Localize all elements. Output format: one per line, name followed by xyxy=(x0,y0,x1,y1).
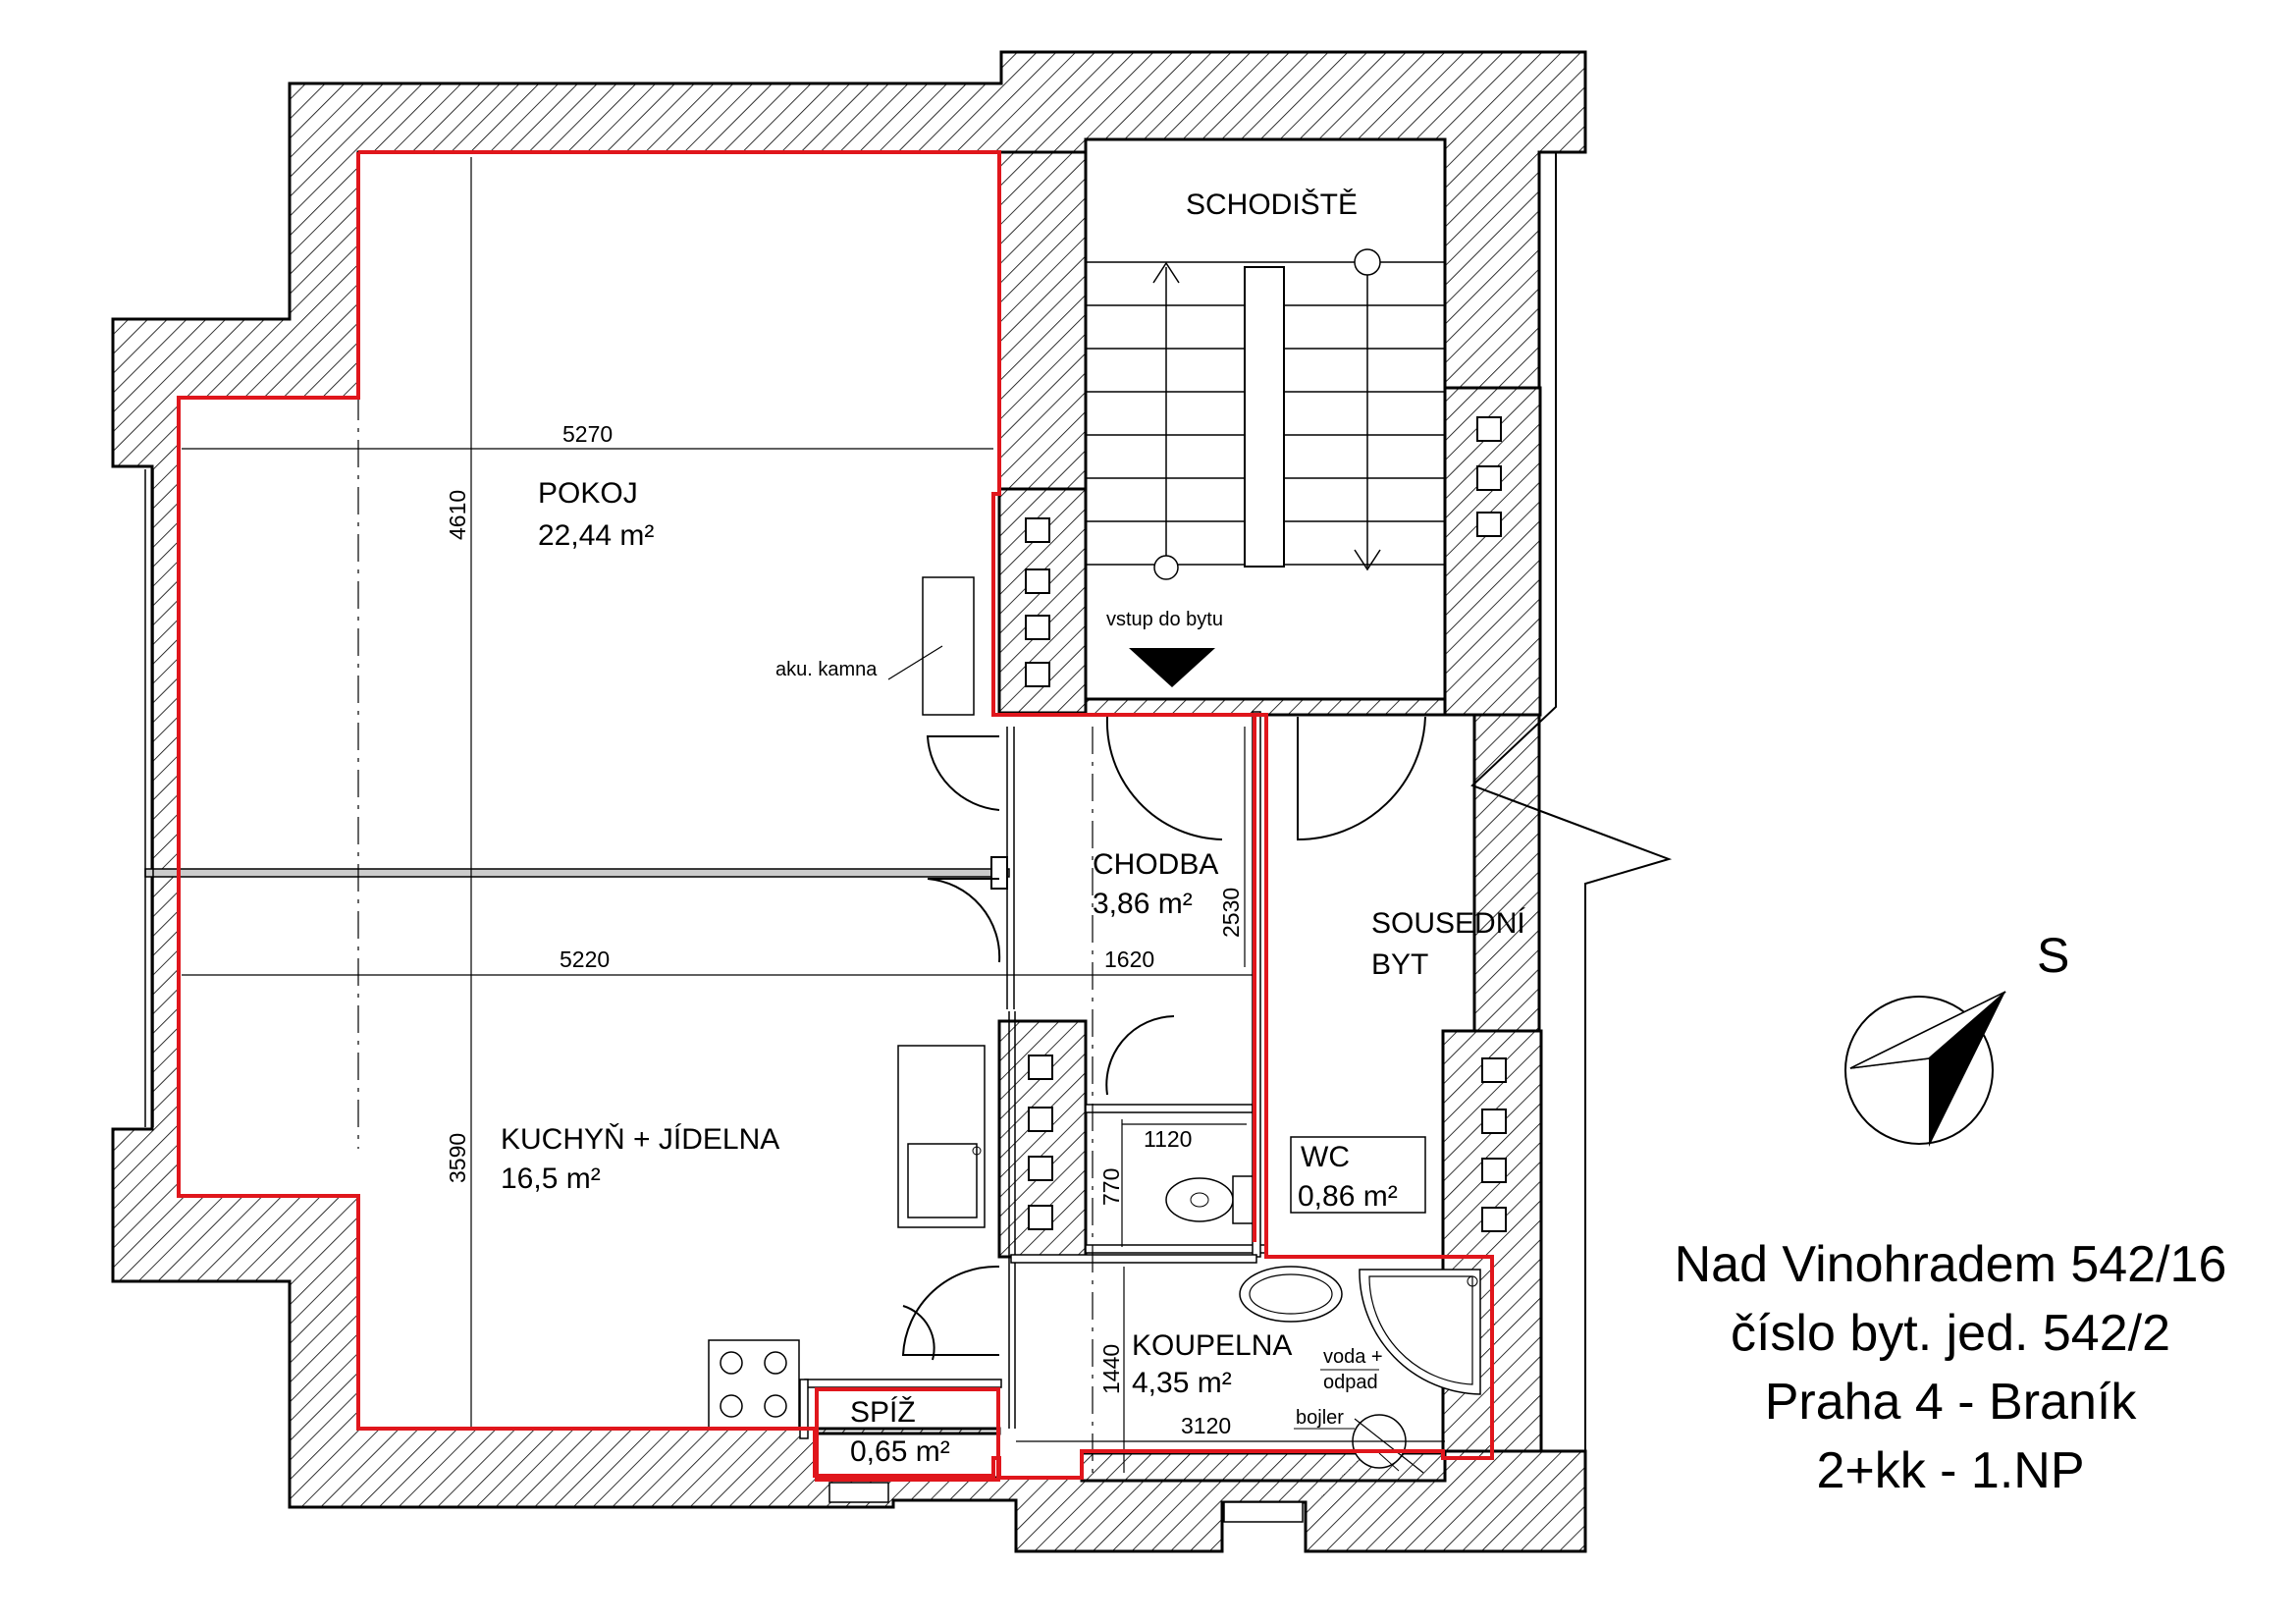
dimension-5270: 5270 xyxy=(562,421,613,447)
room-name-sousedni-1: SOUSEDNÍ xyxy=(1371,907,1525,940)
room-area-koupelna: 4,35 m² xyxy=(1132,1367,1232,1399)
dimension-2530: 2530 xyxy=(1218,888,1244,938)
room-area-pokoj: 22,44 m² xyxy=(538,519,654,552)
stair-well xyxy=(1244,266,1285,568)
room-area-spiz: 0,65 m² xyxy=(850,1435,950,1468)
dimension-1440: 1440 xyxy=(1098,1344,1124,1394)
dimension-4610: 4610 xyxy=(445,490,470,540)
entrance-triangle xyxy=(1129,648,1215,687)
room-name-kuchyn: KUCHYŇ + JÍDELNA xyxy=(501,1123,779,1156)
room-name-schodiste: SCHODIŠTĚ xyxy=(1186,188,1358,221)
room-area-wc: 0,86 m² xyxy=(1298,1180,1398,1213)
storage-heater xyxy=(922,576,975,716)
partition-block xyxy=(990,856,1008,890)
spiz-outline xyxy=(815,1387,1000,1482)
kitchen-furniture xyxy=(708,576,986,1430)
room-area-chodba: 3,86 m² xyxy=(1093,888,1193,920)
annotation-aku-kamna: aku. kamna xyxy=(775,659,878,680)
window-bottom-spiz xyxy=(828,1482,889,1503)
chimney-flues xyxy=(1025,416,1507,1232)
wall-stair-top xyxy=(997,150,1088,491)
apartment-outline-inner xyxy=(999,713,1256,1242)
dimension-3120: 3120 xyxy=(1181,1413,1231,1438)
dimension-1620: 1620 xyxy=(1104,947,1154,972)
room-name-koupelna: KOUPELNA xyxy=(1132,1329,1292,1362)
room-name-chodba: CHODBA xyxy=(1093,848,1218,881)
compass-label: S xyxy=(2037,928,2069,983)
info-address: Nad Vinohradem 542/16 xyxy=(1675,1236,2227,1293)
kitchen-sink xyxy=(907,1143,978,1218)
room-name-sousedni-2: BYT xyxy=(1371,948,1428,981)
room-name-pokoj: POKOJ xyxy=(538,477,638,510)
info-unit: číslo byt. jed. 542/2 xyxy=(1731,1305,2170,1362)
shower xyxy=(1359,1269,1481,1395)
info-layout: 2+kk - 1.NP xyxy=(1816,1442,2084,1499)
window-bottom-bath xyxy=(1223,1501,1304,1523)
neighbour-lines xyxy=(1470,152,1673,1451)
annotation-bojler: bojler xyxy=(1296,1407,1344,1429)
wall-stair-right xyxy=(1443,386,1542,717)
dimension-770: 770 xyxy=(1098,1168,1124,1206)
annotation-vstup: vstup do bytu xyxy=(1106,609,1223,630)
info-city: Praha 4 - Braník xyxy=(1765,1374,2138,1431)
washbasin xyxy=(1239,1266,1343,1323)
stair-up-arrow xyxy=(1152,261,1180,284)
staircase xyxy=(1084,137,1447,701)
room-area-kuchyn: 16,5 m² xyxy=(501,1163,601,1195)
wc-label-box xyxy=(1290,1136,1426,1214)
toilet xyxy=(1165,1177,1234,1222)
window-left xyxy=(144,469,154,1127)
stair-top-dot xyxy=(1354,248,1381,276)
stove xyxy=(708,1339,800,1430)
bathroom-fixtures xyxy=(1165,1136,1481,1474)
doors xyxy=(901,716,1426,1361)
stair-down-arrow xyxy=(1354,549,1381,571)
apartment-outline xyxy=(177,150,1494,1480)
dimension-5220: 5220 xyxy=(560,947,610,972)
annotation-voda-1: voda + xyxy=(1323,1346,1383,1368)
compass-icon xyxy=(1844,991,2006,1147)
dimension-3590: 3590 xyxy=(445,1133,470,1183)
room-name-wc: WC xyxy=(1301,1141,1350,1173)
stair-start-dot xyxy=(1153,555,1179,580)
room-name-spiz: SPÍŽ xyxy=(850,1396,916,1429)
dimension-1120: 1120 xyxy=(1144,1126,1192,1152)
pokoj-kuchyn-partition xyxy=(144,868,1010,878)
annotation-voda-2: odpad xyxy=(1323,1372,1378,1393)
